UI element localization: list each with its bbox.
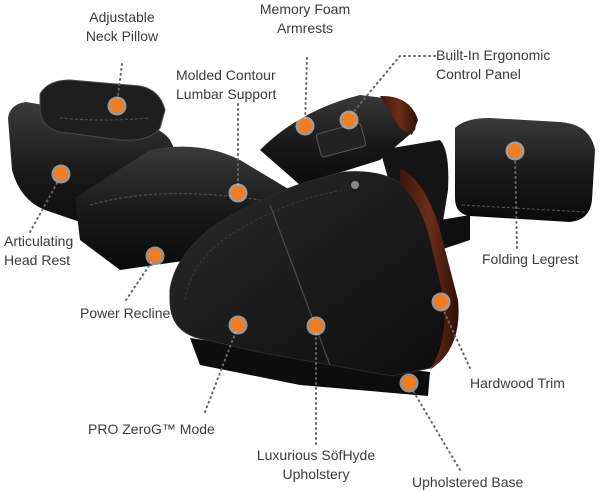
label-line: Luxurious SöfHyde xyxy=(256,447,376,463)
chair-wood-trim xyxy=(400,168,459,370)
callout-marker-control-panel xyxy=(342,113,356,127)
label-line: Folding Legrest xyxy=(482,251,579,267)
callout-marker-base xyxy=(402,376,416,390)
label-line: Upholstery xyxy=(282,466,350,482)
callout-marker-upholstery xyxy=(309,319,323,333)
label-line: Lumbar Support xyxy=(176,86,277,102)
callout-marker-neck-pillow xyxy=(110,99,124,113)
label-power-recline: Power Recline xyxy=(80,304,190,323)
label-line: Adjustable xyxy=(89,9,155,25)
callout-marker-power-recline xyxy=(148,249,162,263)
label-line: Memory Foam xyxy=(259,1,351,17)
callout-marker-zerog xyxy=(231,318,245,332)
callout-markers xyxy=(51,96,525,393)
chair-base xyxy=(190,338,430,396)
callout-marker-head-rest xyxy=(54,167,68,181)
label-line: PRO ZeroG™ Mode xyxy=(88,421,215,437)
callout-marker-legrest xyxy=(508,144,522,158)
label-line: Built-In Ergonomic xyxy=(436,47,551,63)
label-control-panel: Built-In Ergonomic Control Panel xyxy=(436,46,586,84)
chair-control-panel xyxy=(315,122,367,158)
label-head-rest: Articulating Head Rest xyxy=(4,232,100,270)
label-zerog: PRO ZeroG™ Mode xyxy=(88,420,218,439)
label-line: Control Panel xyxy=(436,66,521,82)
label-line: Articulating xyxy=(4,233,74,249)
label-neck-pillow: Adjustable Neck Pillow xyxy=(70,8,174,46)
label-line: Neck Pillow xyxy=(85,28,159,44)
callout-marker-lumbar xyxy=(231,186,245,200)
label-armrests: Memory Foam Armrests xyxy=(250,0,360,38)
callout-marker-hardwood-trim xyxy=(434,295,448,309)
chair-legrest xyxy=(455,118,595,222)
label-lumbar: Molded Contour Lumbar Support xyxy=(176,66,306,104)
label-line: Upholstered Base xyxy=(412,474,524,490)
label-line: Power Recline xyxy=(80,305,171,321)
label-line: Head Rest xyxy=(4,252,71,268)
label-base: Upholstered Base xyxy=(412,473,542,491)
chair-neck-pillow xyxy=(39,79,166,141)
label-upholstery: Luxurious SöfHyde Upholstery xyxy=(246,446,386,484)
callout-marker-armrests xyxy=(298,119,312,133)
chair-seat xyxy=(75,146,290,270)
label-line: Armrests xyxy=(277,20,333,36)
label-hardwood-trim: Hardwood Trim xyxy=(470,374,580,393)
leader-lines xyxy=(29,55,518,471)
label-line: Hardwood Trim xyxy=(470,375,565,391)
label-legrest: Folding Legrest xyxy=(482,250,592,269)
label-line: Molded Contour xyxy=(176,67,276,83)
